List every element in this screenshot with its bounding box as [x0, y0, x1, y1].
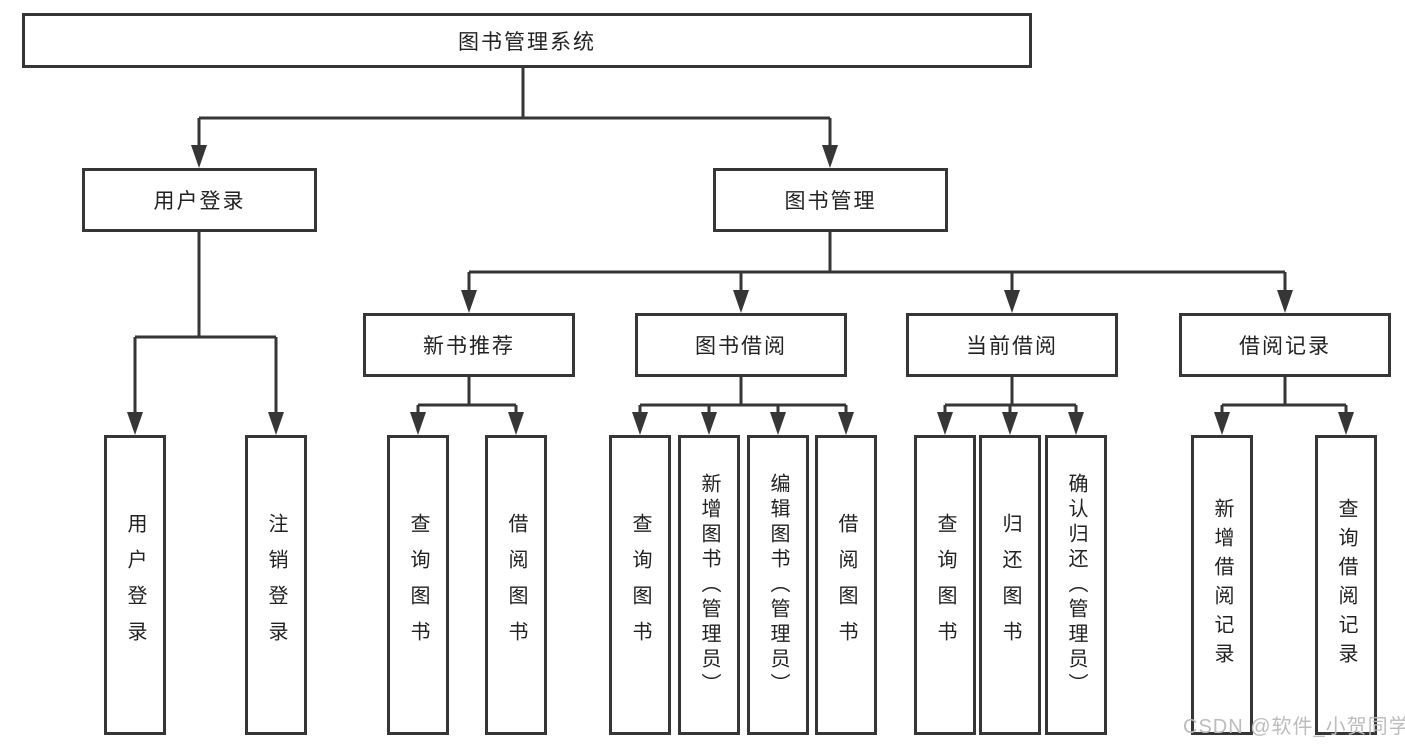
arrow-icon [822, 145, 838, 168]
leaf-query-books-borrow: 查询图书 [609, 435, 671, 735]
leaf-edit-books-admin-label: 编辑图书（管理员） [767, 472, 789, 698]
leaf-user-login: 用户登录 [104, 435, 166, 735]
leaf-logout: 注销登录 [245, 435, 307, 735]
connector-root [197, 68, 832, 149]
leaf-add-borrow-record: 新增借阅记录 [1191, 435, 1253, 735]
node-current-borrow-label: 当前借阅 [966, 335, 1058, 358]
leaf-borrow-books-recommend-label: 借阅图书 [505, 513, 527, 657]
arrow-icon [937, 412, 953, 435]
node-root-label: 图书管理系统 [458, 30, 596, 54]
leaf-logout-label: 注销登录 [265, 513, 287, 657]
leaf-add-books-admin: 新增图书（管理员） [678, 435, 740, 735]
leaf-confirm-return-admin-label: 确认归还（管理员） [1065, 472, 1087, 698]
arrow-icon [1277, 290, 1293, 313]
arrow-icon [508, 412, 524, 435]
node-book-borrow: 图书借阅 [635, 313, 847, 377]
node-current-borrow: 当前借阅 [906, 313, 1118, 377]
arrow-icon [1068, 412, 1084, 435]
arrowheads [127, 145, 1354, 435]
leaf-query-books-recommend: 查询图书 [387, 435, 449, 735]
arrow-icon [127, 412, 143, 435]
node-user-login: 用户登录 [82, 168, 317, 232]
leaf-query-books-borrow-label: 查询图书 [629, 513, 651, 657]
leaf-borrow-books-label: 借阅图书 [835, 513, 857, 657]
node-book-borrow-label: 图书借阅 [695, 335, 787, 358]
node-borrow-records-label: 借阅记录 [1239, 335, 1331, 358]
arrow-icon [1338, 412, 1354, 435]
leaf-query-borrow-record-label: 查询借阅记录 [1335, 498, 1357, 672]
arrow-icon [268, 412, 284, 435]
leaf-borrow-books: 借阅图书 [815, 435, 877, 735]
connector-user-login [133, 232, 278, 415]
node-book-management-label: 图书管理 [784, 190, 877, 213]
node-book-management: 图书管理 [713, 168, 948, 232]
leaf-return-books: 归还图书 [979, 435, 1041, 735]
arrow-icon [1002, 412, 1018, 435]
arrow-icon [770, 412, 786, 435]
arrow-icon [701, 412, 717, 435]
leaf-query-books-current: 查询图书 [914, 435, 976, 735]
arrow-icon [733, 290, 749, 313]
leaf-edit-books-admin: 编辑图书（管理员） [747, 435, 809, 735]
arrow-icon [191, 145, 207, 168]
arrow-icon [410, 412, 426, 435]
arrow-icon [632, 412, 648, 435]
leaf-return-books-label: 归还图书 [999, 513, 1021, 657]
node-root: 图书管理系统 [22, 13, 1032, 68]
leaf-query-books-recommend-label: 查询图书 [407, 513, 429, 657]
connector-book-borrow [638, 377, 848, 415]
leaf-borrow-books-recommend: 借阅图书 [485, 435, 547, 735]
arrow-icon [1214, 412, 1230, 435]
connector-new-book-recommend [416, 377, 518, 415]
node-new-book-recommend: 新书推荐 [363, 313, 575, 377]
leaf-query-borrow-record: 查询借阅记录 [1315, 435, 1377, 735]
leaf-user-login-label: 用户登录 [124, 513, 146, 657]
leaf-add-books-admin-label: 新增图书（管理员） [698, 472, 720, 698]
leaf-confirm-return-admin: 确认归还（管理员） [1045, 435, 1107, 735]
arrow-icon [1004, 290, 1020, 313]
connector-book-management [467, 232, 1287, 294]
arrow-icon [461, 290, 477, 313]
watermark: CSDN @软件_小贺同学 [1183, 716, 1405, 738]
leaf-add-borrow-record-label: 新增借阅记录 [1211, 498, 1233, 672]
arrow-icon [838, 412, 854, 435]
node-user-login-label: 用户登录 [153, 190, 246, 213]
node-new-book-recommend-label: 新书推荐 [423, 335, 515, 358]
connector-borrow-records [1220, 377, 1348, 415]
connector-current-borrow [943, 377, 1078, 415]
node-borrow-records: 借阅记录 [1179, 313, 1391, 377]
leaf-query-books-current-label: 查询图书 [934, 513, 956, 657]
